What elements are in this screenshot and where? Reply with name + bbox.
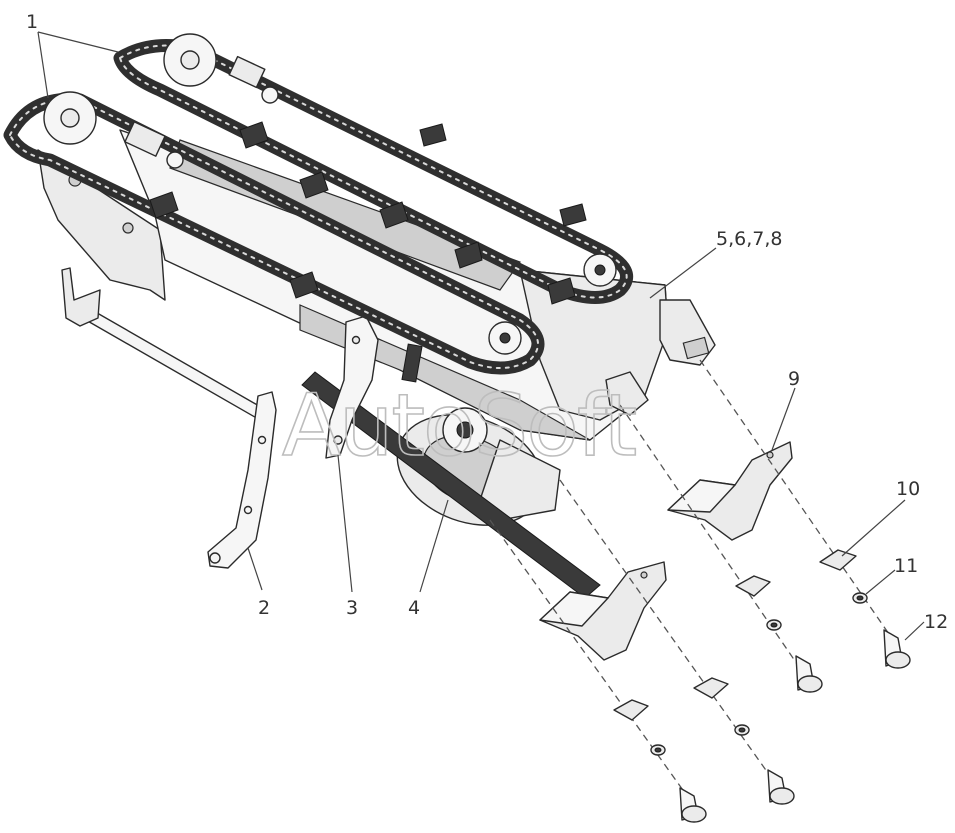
callout-11: 11 (894, 555, 918, 577)
lower-shaft (69, 299, 267, 421)
part-4-drum (396, 407, 561, 526)
assembly-axis-lines (489, 359, 901, 801)
fastener-set-4 (613, 699, 707, 823)
callout-4: 4 (408, 597, 420, 619)
part-2-arm-bracket (61, 267, 277, 569)
callout-9: 9 (788, 368, 800, 390)
callout-5-6-7-8: 5,6,7,8 (716, 228, 782, 250)
callout-labels: 1 2 3 4 5,6,7,8 9 10 11 12 (26, 11, 948, 633)
callout-3: 3 (346, 597, 358, 619)
callout-12: 12 (924, 611, 948, 633)
fastener-set-1 (819, 549, 911, 669)
fastener-set-3 (693, 677, 795, 805)
leader-lines (37, 31, 925, 641)
part-3-side-bracket (325, 315, 423, 459)
part-1-chains (3, 33, 634, 375)
part-9-angle-bracket-lower (539, 561, 667, 661)
fastener-set-2 (735, 575, 823, 693)
blade-strip (301, 371, 601, 599)
callout-2: 2 (258, 597, 270, 619)
callout-10: 10 (896, 478, 920, 500)
callout-1: 1 (26, 11, 38, 33)
watermark-text: AutoSoft (282, 376, 636, 476)
part-9-angle-bracket-upper (667, 441, 793, 541)
housing-right-bracket (605, 299, 716, 416)
